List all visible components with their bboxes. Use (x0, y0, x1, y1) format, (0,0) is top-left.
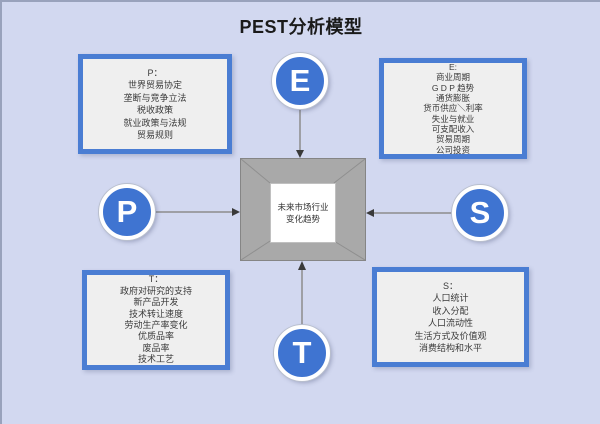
node-p-letter: P (116, 193, 138, 229)
connector-t-to-center (298, 261, 306, 325)
center-label-line1: 未来市场行业 (277, 202, 329, 212)
node-p-circle[interactable]: P (99, 184, 155, 240)
social-factors-box[interactable]: S： 人口统计 收入分配 人口流动性 生活方式及价值观 消费结构和水平 (372, 267, 529, 367)
connector-p-to-center (155, 208, 240, 216)
node-s-circle[interactable]: S (452, 185, 508, 241)
economic-item: 失业与就业 (431, 113, 475, 124)
political-heading: P： (147, 67, 163, 78)
political-item: 世界贸易协定 (127, 80, 182, 90)
technological-item: 劳动生产率变化 (124, 320, 188, 330)
technological-item: 技术工艺 (137, 354, 174, 365)
political-factors-box[interactable]: P： 世界贸易协定 垄断与竞争立法 税收政策 就业政策与法规 贸易规则 (78, 54, 232, 154)
political-item: 税收政策 (136, 105, 173, 115)
social-item: 收入分配 (432, 305, 469, 316)
technological-item: 废品率 (142, 342, 170, 353)
political-item: 垄断与竞争立法 (123, 92, 187, 103)
social-item: 人口统计 (432, 293, 469, 303)
node-e-circle[interactable]: E (272, 53, 328, 109)
node-t-letter: T (292, 334, 312, 370)
social-item: 生活方式及价值观 (414, 330, 487, 341)
connector-s-to-center (366, 209, 452, 217)
economic-item: 货币供应＼利率 (423, 103, 483, 114)
center-label-line2: 变化趋势 (285, 214, 320, 224)
technological-factors-box[interactable]: T： 政府对研究的支持 新产品开发 技术转让速度 劳动生产率变化 优质品率 废品… (82, 270, 230, 370)
economic-heading: E: (448, 62, 458, 73)
economic-item: G D P 趋势 (431, 82, 475, 93)
economic-item: 贸易周期 (435, 134, 470, 145)
node-s-letter: S (469, 194, 491, 230)
social-heading: S： (442, 280, 458, 291)
connector-e-to-center (296, 109, 304, 158)
political-item: 就业政策与法规 (123, 117, 187, 128)
center-inner-box: 未来市场行业 变化趋势 (270, 183, 336, 243)
technological-item: 政府对研究的支持 (119, 285, 192, 296)
page-title: PEST分析模型 (239, 17, 363, 37)
technological-item: 技术转让速度 (128, 308, 183, 319)
political-item: 贸易规则 (136, 130, 173, 140)
technological-item: 优质品率 (137, 331, 174, 342)
center-diagonal-lines (241, 159, 365, 260)
social-item: 消费结构和水平 (418, 343, 482, 353)
economic-item: 公司投资 (435, 144, 470, 155)
economic-factors-box[interactable]: E: 商业周期 G D P 趋势 通货膨胀 货币供应＼利率 失业与就业 可支配收… (379, 58, 527, 159)
center-box[interactable]: 未来市场行业 变化趋势 (240, 158, 366, 261)
economic-item: 通货膨胀 (435, 93, 470, 104)
technological-item: 新产品开发 (133, 297, 179, 308)
node-e-letter: E (289, 62, 311, 98)
economic-item: 商业周期 (435, 72, 470, 83)
social-item: 人口流动性 (427, 318, 473, 328)
node-t-circle[interactable]: T (274, 325, 330, 381)
technological-heading: T： (148, 274, 164, 285)
economic-item: 可支配收入 (431, 123, 475, 134)
